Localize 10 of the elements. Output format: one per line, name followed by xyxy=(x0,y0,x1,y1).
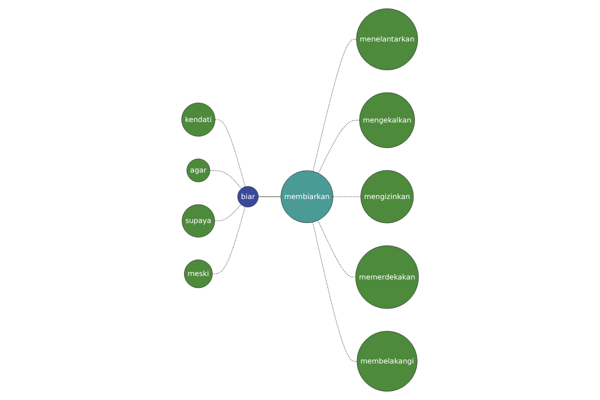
connector xyxy=(214,119,246,188)
connector xyxy=(318,220,356,278)
connector xyxy=(318,120,360,174)
connector xyxy=(312,222,358,362)
connector xyxy=(214,204,242,222)
connector xyxy=(212,206,246,274)
connector xyxy=(332,196,361,197)
connector xyxy=(258,196,282,197)
connector xyxy=(210,170,242,189)
connector xyxy=(312,39,357,172)
